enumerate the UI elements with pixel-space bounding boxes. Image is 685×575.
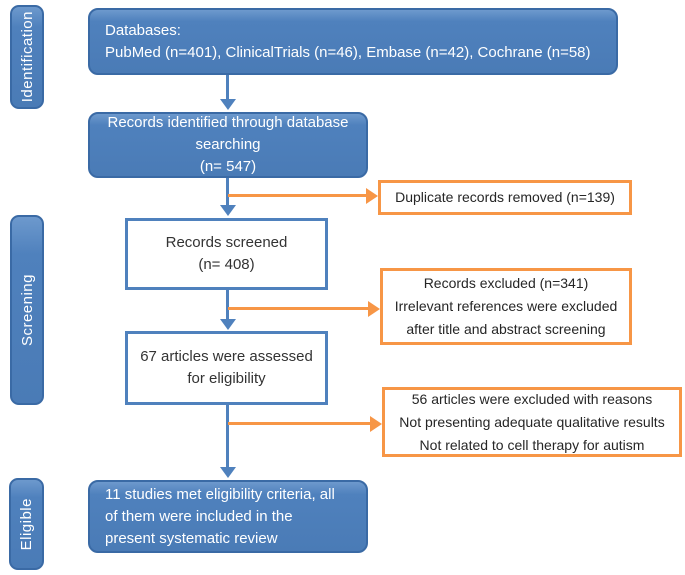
included-line2: of them were included in the [105,507,293,525]
records-excluded-line3: after title and abstract screening [406,321,606,337]
assessed-box: 67 articles were assessed for eligibilit… [125,331,328,405]
connector-line-4 [226,405,229,468]
articles-excluded-line2: Not presenting adequate qualitative resu… [399,413,665,430]
records-identified-text: Records identified through database sear… [107,114,349,153]
branch-line-articles-excluded [228,422,370,425]
databases-detail: PubMed (n=401), ClinicalTrials (n=46), E… [105,43,591,61]
connector-line-1 [226,75,229,100]
records-identified-count: (n= 547) [199,158,257,175]
duplicates-removed-text: Duplicate records removed (n=139) [395,189,615,205]
included-line1: 11 studies met eligibility criteria, all [105,485,335,503]
records-screened-text: Records screened [165,234,288,251]
arrow-down-icon [220,319,236,330]
records-excluded-line2: Irrelevant references were excluded [394,298,618,314]
connector-line-2 [226,178,229,206]
arrow-down-icon [220,99,236,110]
records-screened-count: (n= 408) [198,256,255,273]
stage-eligible-label: Eligible [18,497,35,551]
assessed-line1: 67 articles were assessed [140,348,313,365]
articles-excluded-line3: Not related to cell therapy for autism [419,436,645,453]
arrow-down-icon [220,205,236,216]
included-line3: present systematic review [105,529,278,547]
stage-identification-label: Identification [18,11,36,103]
assessed-line2: for eligibility [187,370,266,387]
branch-line-duplicates [228,194,366,197]
arrow-right-icon [366,188,378,204]
stage-screening-label: Screening [18,273,36,347]
records-excluded-box: Records excluded (n=341) Irrelevant refe… [380,268,632,345]
arrow-right-icon [368,301,380,317]
connector-line-3 [226,290,229,320]
included-box: 11 studies met eligibility criteria, all… [88,480,368,553]
articles-excluded-box: 56 articles were excluded with reasons N… [382,387,682,457]
arrow-down-icon [220,467,236,478]
records-identified-box: Records identified through database sear… [88,112,368,178]
stage-screening: Screening [10,215,44,405]
databases-box: Databases: PubMed (n=401), ClinicalTrial… [88,8,618,75]
records-screened-box: Records screened (n= 408) [125,218,328,290]
stage-identification: Identification [10,5,44,109]
duplicates-removed-box: Duplicate records removed (n=139) [378,180,632,215]
arrow-right-icon [370,416,382,432]
records-excluded-line1: Records excluded (n=341) [423,275,589,291]
branch-line-excluded [228,307,368,310]
databases-title: Databases: [105,21,181,39]
articles-excluded-line1: 56 articles were excluded with reasons [411,390,653,407]
stage-eligible: Eligible [9,478,44,570]
